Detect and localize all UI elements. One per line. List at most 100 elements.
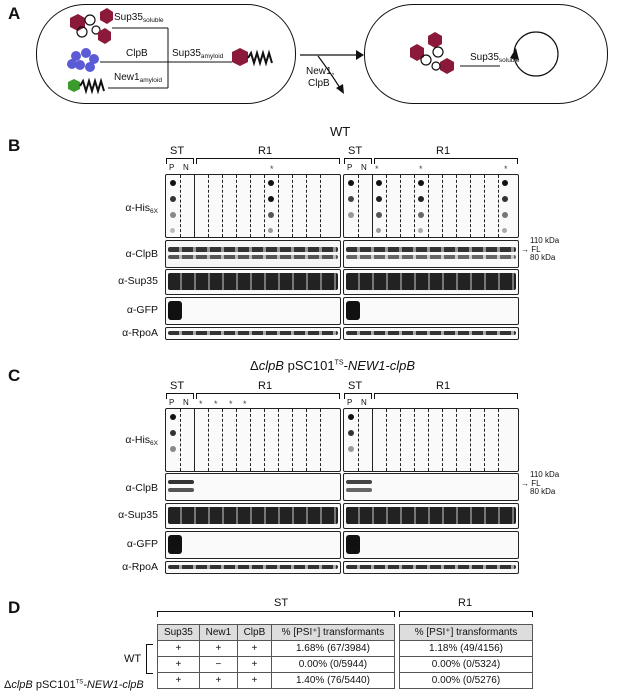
panel-b-label: B <box>8 136 21 155</box>
b-gfp-blot-right <box>343 297 519 325</box>
b-p-right: P <box>347 163 353 172</box>
b-sup35-blot-left <box>165 269 341 295</box>
c-r1-left-bracket <box>196 393 340 399</box>
results-table-r1: % [PSI⁺] transformants 1.18% (49/4156) 0… <box>399 624 533 689</box>
c-kda80: 80 kDa <box>530 487 556 496</box>
d-r1-header: R1 <box>458 597 473 609</box>
b-st-left-bracket <box>166 158 194 164</box>
table-row: + − + 0.00% (0/5944) <box>157 656 396 673</box>
b-st-right: ST <box>348 145 363 157</box>
table-row: 1.18% (49/4156) <box>399 640 533 657</box>
col-pct: % [PSI⁺] transformants <box>270 624 396 641</box>
c-star-1: * <box>199 399 203 409</box>
c-p-right: P <box>347 398 353 407</box>
c-clpb-label: α-ClpB <box>125 482 158 494</box>
c-sup35-label: α-Sup35 <box>118 509 158 521</box>
cell-right <box>364 4 608 104</box>
clpb-icon <box>67 48 99 72</box>
c-gfp-blot-left <box>165 531 341 559</box>
b-r1-right-bracket <box>374 158 518 164</box>
panel-a-drawing <box>67 8 559 95</box>
b-n-right: N <box>361 163 367 172</box>
c-clpb-blot-left <box>165 473 341 501</box>
c-n-left: N <box>183 398 189 407</box>
c-fl: → FL <box>521 479 541 488</box>
c-sup35-blot-right <box>343 503 519 529</box>
c-sup35-blot-left <box>165 503 341 529</box>
b-gfp-blot-left <box>165 297 341 325</box>
b-r1-left-bracket <box>196 158 340 164</box>
b-his-blot-left <box>165 174 341 238</box>
panel-d-label: D <box>8 598 21 617</box>
d-wt-label: WT <box>124 653 142 665</box>
b-rpoa-blot-right <box>343 327 519 340</box>
b-gfp-label: α-GFP <box>126 304 158 316</box>
panel-a-label: A <box>8 4 21 23</box>
c-his-blot-right <box>343 408 519 472</box>
panel-c-label: C <box>8 366 21 385</box>
sup35-amyloid-label: Sup35amyloid <box>172 48 224 60</box>
b-st-right-bracket <box>344 158 372 164</box>
b-r1-right: R1 <box>436 145 451 157</box>
b-clpb-blot-left <box>165 240 341 268</box>
panel-b-title: WT <box>330 124 351 139</box>
arrow-label-clpb: ClpB <box>308 78 330 89</box>
c-rpoa-blot-right <box>343 561 519 574</box>
c-star-4: * <box>243 399 247 409</box>
c-st-left-bracket <box>166 393 194 399</box>
c-st-right-bracket <box>344 393 372 399</box>
d-st-header: ST <box>274 597 289 609</box>
c-star-2: * <box>214 399 218 409</box>
b-p-left: P <box>169 163 175 172</box>
panel-c-title: ΔclpB pSC101TS-NEW1-clpB <box>250 358 416 373</box>
col-pct-r1: % [PSI⁺] transformants <box>399 624 533 641</box>
b-r1-left: R1 <box>258 145 273 157</box>
d-r1-bracket <box>399 611 533 617</box>
c-st-left: ST <box>170 380 185 392</box>
b-his-blot-right <box>343 174 519 238</box>
b-sup35-label: α-Sup35 <box>118 275 158 287</box>
table-row: + + + 1.68% (67/3984) <box>157 640 396 657</box>
c-r1-left: R1 <box>258 380 273 392</box>
c-rpoa-label: α-RpoA <box>122 561 158 573</box>
c-his-label: α-His6X <box>125 434 158 447</box>
b-his-label: α-His6X <box>125 202 158 215</box>
c-his-blot-left <box>165 408 341 472</box>
table-row: + + + 1.40% (76/5440) <box>157 672 396 689</box>
results-table-st: Sup35 New1 ClpB % [PSI⁺] transformants +… <box>157 624 396 689</box>
b-star-1: * <box>270 164 274 174</box>
b-st-left: ST <box>170 145 185 157</box>
new1-amyloid-label: New1amyloid <box>114 72 162 84</box>
soluble-sup35-icon <box>70 8 113 44</box>
new1-amyloid-icon <box>68 77 105 95</box>
table-row: 0.00% (0/5276) <box>399 672 533 689</box>
c-n-right: N <box>361 398 367 407</box>
d-st-bracket <box>157 611 395 617</box>
c-st-right: ST <box>348 380 363 392</box>
col-clpb: ClpB <box>237 624 272 641</box>
b-clpb-label: α-ClpB <box>125 248 158 260</box>
b-star-3: * <box>419 164 423 174</box>
b-rpoa-blot-left <box>165 327 341 340</box>
c-clpb-blot-right <box>343 473 519 501</box>
right-sup35-label: Sup35soluble <box>470 52 520 64</box>
b-clpb-blot-right <box>343 240 519 268</box>
sup35-soluble-label: Sup35soluble <box>114 12 164 24</box>
c-p-left: P <box>169 398 175 407</box>
c-star-3: * <box>229 399 233 409</box>
table-row: 0.00% (0/5324) <box>399 656 533 673</box>
b-sup35-blot-right <box>343 269 519 295</box>
c-r1-right-bracket <box>374 393 518 399</box>
b-kda80: 80 kDa <box>530 253 556 262</box>
col-sup35: Sup35 <box>157 624 200 641</box>
d-wt-bracket <box>146 644 153 674</box>
b-rpoa-label: α-RpoA <box>122 327 158 339</box>
right-soluble-icon <box>410 32 454 74</box>
b-n-left: N <box>183 163 189 172</box>
c-r1-right: R1 <box>436 380 451 392</box>
sup35-amyloid-icon <box>232 48 273 67</box>
b-star-2: * <box>375 164 379 174</box>
c-gfp-blot-right <box>343 531 519 559</box>
c-kda110: 110 kDa <box>530 470 560 479</box>
col-new1: New1 <box>198 624 239 641</box>
